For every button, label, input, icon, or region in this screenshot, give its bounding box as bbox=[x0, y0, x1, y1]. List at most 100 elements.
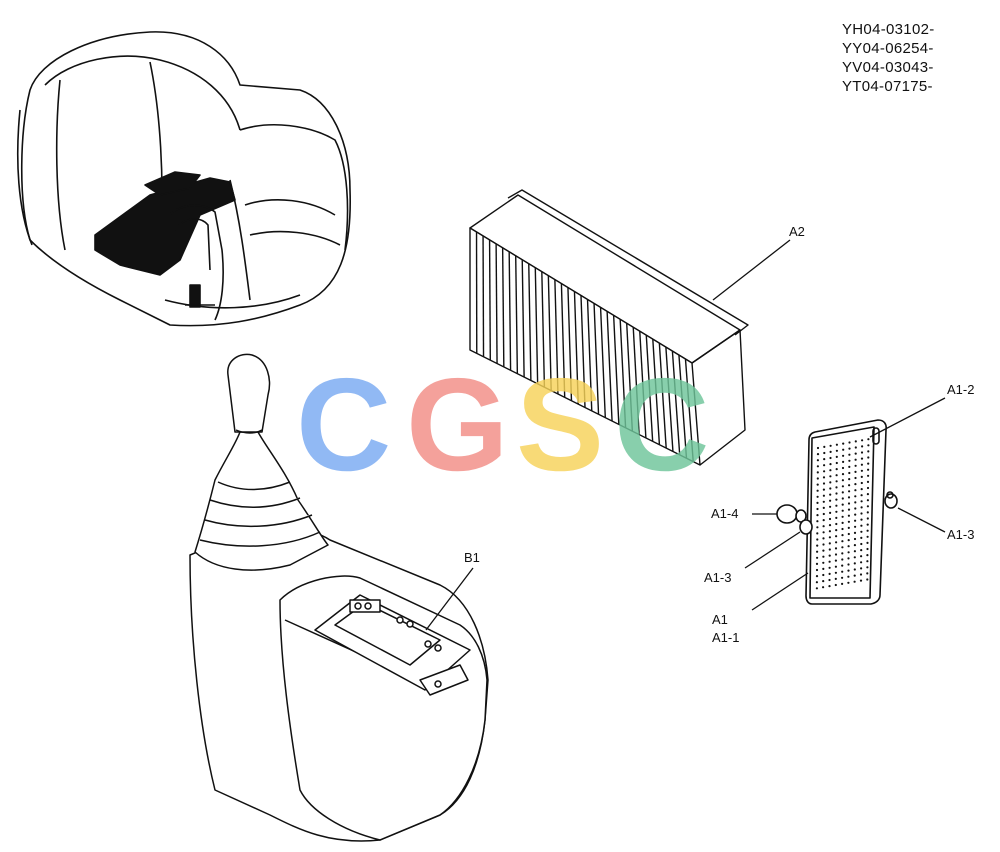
mesh-dot bbox=[867, 468, 870, 471]
mesh-dot bbox=[841, 582, 844, 586]
mesh-dot bbox=[847, 520, 851, 523]
mesh-dot bbox=[835, 468, 838, 471]
mesh-dot bbox=[867, 444, 870, 447]
filter-pleat bbox=[495, 243, 498, 364]
filter-pleat bbox=[658, 343, 667, 449]
watermark-letter: S bbox=[516, 351, 604, 498]
mesh-dot bbox=[834, 553, 838, 556]
filter-pleat bbox=[684, 358, 694, 462]
mesh-dot bbox=[829, 456, 832, 460]
mesh-dot bbox=[841, 485, 845, 488]
mesh-dot bbox=[816, 495, 819, 498]
mesh-dot bbox=[860, 481, 863, 485]
mesh-dot bbox=[823, 470, 826, 473]
mesh-dot bbox=[834, 577, 837, 581]
leader-a1 bbox=[751, 572, 809, 611]
leader-a1-3-right bbox=[897, 507, 946, 533]
mesh-dot bbox=[822, 500, 825, 503]
callout-a1-1: A1-1 bbox=[712, 630, 739, 645]
mesh-dot bbox=[822, 506, 825, 509]
mesh-dot bbox=[822, 525, 825, 528]
mesh-dot bbox=[853, 568, 856, 571]
mesh-dot bbox=[860, 549, 863, 552]
mesh-dot bbox=[828, 524, 832, 527]
mesh-dot bbox=[823, 451, 826, 455]
mesh-dot bbox=[816, 544, 819, 547]
mesh-dot bbox=[854, 452, 857, 455]
mesh-dot bbox=[828, 530, 832, 533]
mesh-dot bbox=[848, 478, 851, 481]
mesh-dot bbox=[847, 496, 851, 499]
mesh-dot bbox=[847, 569, 850, 572]
mesh-dot bbox=[860, 506, 863, 509]
mesh-dot bbox=[867, 438, 870, 441]
mesh-dot bbox=[822, 543, 825, 546]
mesh-dot bbox=[866, 566, 869, 569]
mesh-dot bbox=[866, 541, 869, 545]
mesh-dot bbox=[815, 581, 819, 584]
mesh-dot bbox=[860, 494, 863, 497]
mesh-dot bbox=[835, 455, 838, 458]
mesh-dot bbox=[860, 561, 863, 564]
mesh-dot bbox=[841, 576, 844, 579]
mesh-dot bbox=[854, 525, 857, 528]
mesh-dot bbox=[835, 486, 838, 489]
mesh-dot bbox=[822, 555, 825, 558]
mesh-dot bbox=[835, 498, 838, 501]
mesh-dot bbox=[847, 581, 850, 584]
mesh-dot bbox=[815, 562, 819, 566]
mesh-dot bbox=[841, 503, 844, 506]
mesh-dot bbox=[848, 490, 851, 493]
filter-pleat bbox=[508, 251, 512, 371]
mesh-dot bbox=[816, 477, 819, 480]
mesh-dot bbox=[829, 487, 832, 490]
mesh-dot bbox=[841, 515, 844, 518]
mesh-dot bbox=[860, 555, 863, 558]
leader-a1-3-left bbox=[744, 531, 801, 569]
mesh-dot bbox=[867, 456, 870, 459]
air-filter-element-icon bbox=[469, 189, 749, 466]
mesh-dot bbox=[823, 445, 826, 448]
mesh-dot bbox=[861, 439, 864, 442]
callout-a2: A2 bbox=[789, 224, 805, 239]
fastener-a1-3-left-icon bbox=[799, 519, 813, 535]
mesh-dot bbox=[828, 572, 831, 576]
callout-a1-3-right: A1-3 bbox=[947, 527, 974, 542]
filter-pleat bbox=[488, 239, 491, 361]
mesh-dot bbox=[867, 474, 870, 477]
mesh-dot bbox=[822, 573, 825, 577]
fastener-a1-4-icon bbox=[776, 504, 798, 524]
callout-a1-3-left: A1-3 bbox=[704, 570, 731, 585]
mesh-dot bbox=[816, 520, 819, 523]
mesh-dot bbox=[866, 523, 869, 526]
mesh-dot bbox=[854, 440, 857, 443]
callout-a1: A1 bbox=[712, 612, 728, 627]
mesh-dot bbox=[860, 536, 863, 540]
mesh-dot bbox=[828, 566, 831, 569]
mesh-dot bbox=[822, 494, 826, 497]
filter-pleat bbox=[678, 355, 688, 459]
mesh-dot bbox=[854, 489, 857, 492]
mesh-dot bbox=[847, 575, 850, 578]
mesh-dot bbox=[829, 469, 832, 472]
mesh-dot bbox=[841, 570, 844, 573]
mesh-dot bbox=[816, 465, 820, 468]
mesh-dot bbox=[822, 567, 825, 571]
mesh-dot bbox=[835, 504, 838, 507]
mesh-dot bbox=[848, 465, 851, 468]
mesh-dot bbox=[847, 526, 850, 530]
filter-pleat bbox=[626, 323, 634, 432]
mesh-dot bbox=[835, 522, 838, 526]
mesh-dot bbox=[816, 483, 819, 486]
mesh-dot bbox=[854, 458, 857, 461]
mesh-dot bbox=[835, 449, 839, 452]
mesh-dot bbox=[842, 442, 845, 445]
mesh-dot bbox=[816, 453, 820, 456]
watermark-logo: C G S C bbox=[296, 351, 709, 498]
mesh-dot bbox=[829, 505, 832, 508]
mesh-dot bbox=[848, 441, 851, 444]
filter-pleat bbox=[573, 291, 579, 405]
mesh-dot bbox=[853, 556, 856, 559]
filter-pleat bbox=[593, 303, 600, 415]
